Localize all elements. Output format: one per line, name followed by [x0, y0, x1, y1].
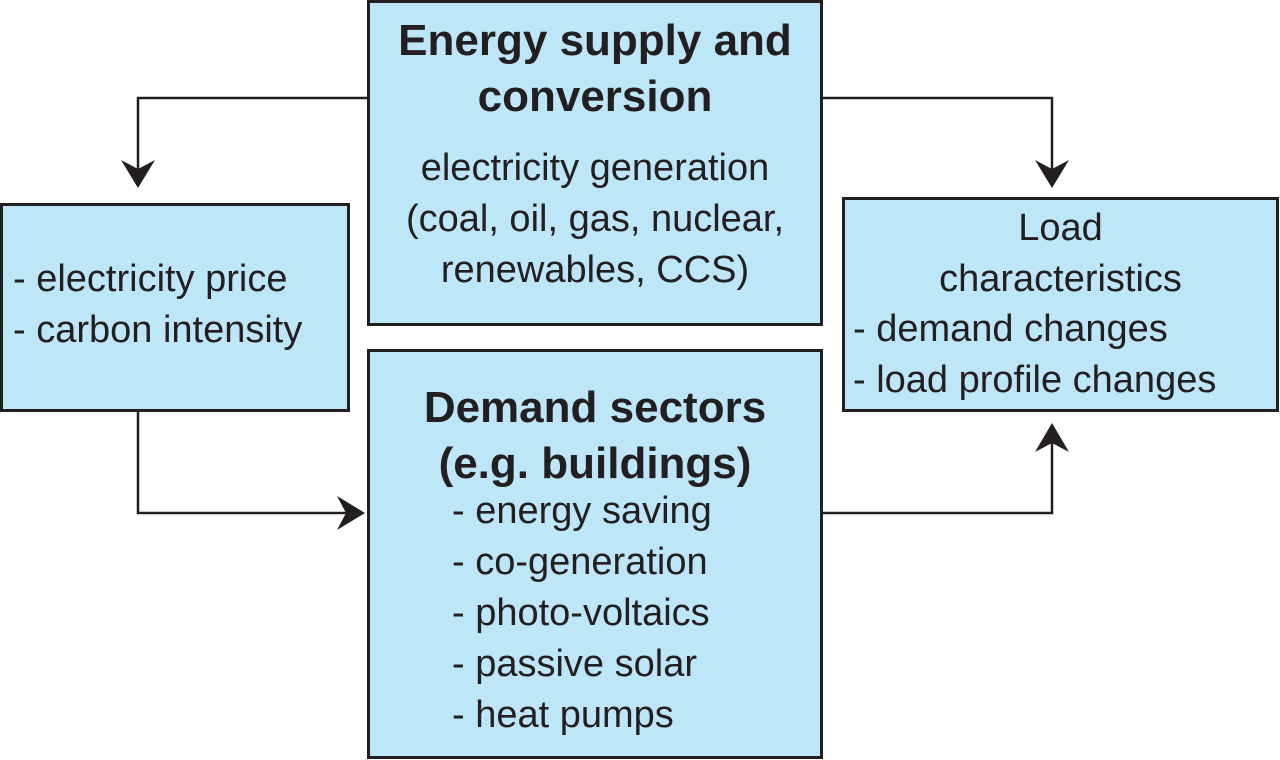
- arrowhead-right-icon: [337, 496, 365, 530]
- arrowhead-down-icon: [121, 160, 155, 188]
- supply-to-load-connector: [823, 96, 1054, 170]
- price-signals-list: - electricity price - carbon intensity: [13, 254, 302, 356]
- price-signals-box: - electricity price - carbon intensity: [0, 203, 350, 412]
- list-item: - carbon intensity: [13, 309, 303, 351]
- demand-to-load-connector: [823, 442, 1054, 515]
- title-line: characteristics: [939, 258, 1182, 300]
- energy-supply-description: electricity generation (coal, oil, gas, …: [370, 143, 820, 296]
- title-line: Energy supply and: [398, 16, 792, 65]
- list-item: - electricity price: [13, 258, 288, 300]
- list-item: - photo-voltaics: [452, 592, 710, 634]
- demand-sectors-box: Demand sectors (e.g. buildings) - energy…: [367, 349, 823, 759]
- description-line: electricity generation: [420, 147, 770, 189]
- list-item: - passive solar: [452, 643, 697, 685]
- description-line: (coal, oil, gas, nuclear,: [405, 198, 785, 240]
- demand-sectors-title: Demand sectors (e.g. buildings): [370, 380, 820, 492]
- list-item: - energy saving: [452, 490, 712, 532]
- signals-to-demand-connector: [136, 412, 348, 515]
- load-characteristics-box: Load characteristics - demand changes - …: [842, 197, 1279, 412]
- supply-to-signals-connector: [136, 96, 367, 170]
- load-characteristics-list: - demand changes - load profile changes: [853, 304, 1216, 406]
- title-line: Load: [1018, 207, 1103, 249]
- title-line: (e.g. buildings): [438, 439, 752, 488]
- load-characteristics-title: Load characteristics: [845, 203, 1276, 305]
- arrowhead-down-icon: [1035, 160, 1069, 188]
- list-item: - load profile changes: [853, 359, 1217, 401]
- energy-supply-title: Energy supply and conversion: [370, 13, 820, 125]
- list-item: - heat pumps: [452, 694, 674, 736]
- title-line: Demand sectors: [423, 383, 767, 432]
- description-line: renewables, CCS): [440, 249, 750, 291]
- energy-supply-box: Energy supply and conversion electricity…: [367, 0, 823, 326]
- list-item: - demand changes: [853, 308, 1168, 350]
- demand-sectors-list: - energy saving - co-generation - photo-…: [452, 486, 712, 741]
- list-item: - co-generation: [452, 541, 708, 583]
- arrowhead-up-icon: [1035, 423, 1069, 452]
- title-line: conversion: [477, 72, 713, 121]
